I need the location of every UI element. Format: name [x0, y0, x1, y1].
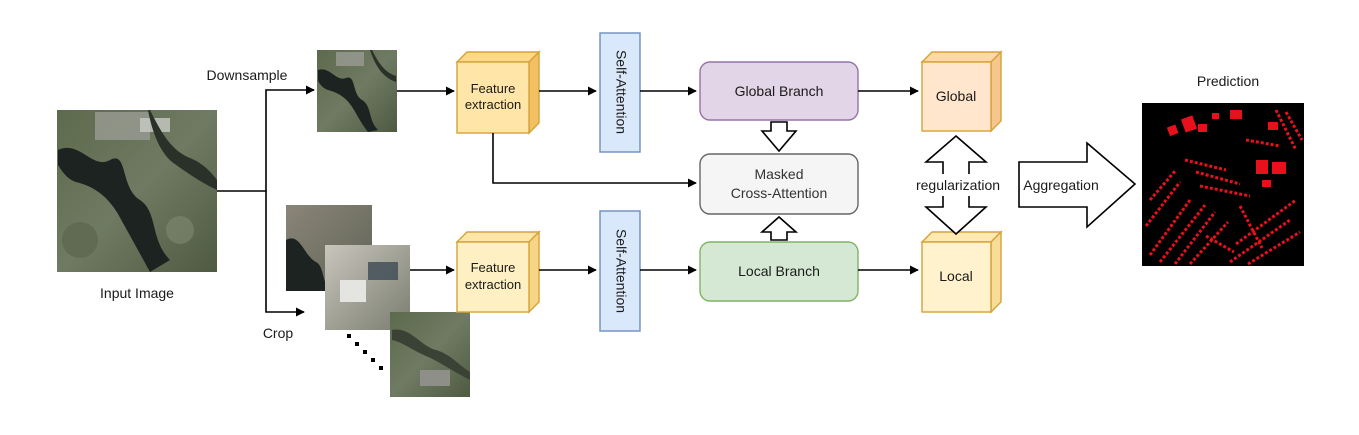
prediction-label: Prediction [1197, 73, 1259, 89]
downsampled-image [317, 50, 397, 132]
global-branch: Global Branch [699, 61, 859, 121]
self-attention-global-label: Self-Attention [613, 50, 629, 134]
ellipsis-dots [347, 334, 383, 370]
feature-extraction-local: Feature extraction [455, 230, 541, 314]
masked-cross-attention-line1: Masked [754, 166, 803, 182]
regularization-label-bg [912, 174, 1004, 196]
feature-extraction-local-line2: extraction [465, 277, 521, 292]
cropped-images [286, 205, 470, 397]
hollow-arrow-local-to-masked [759, 215, 799, 241]
feature-extraction-global: Feature extraction [455, 50, 541, 135]
feature-extraction-global-line2: extraction [465, 97, 521, 112]
local-branch-label: Local Branch [738, 263, 820, 279]
input-connectors [217, 85, 315, 317]
feature-extraction-local-line1: Feature [471, 260, 516, 275]
self-attention-local-label: Self-Attention [613, 229, 629, 313]
global-cube-label: Global [936, 88, 976, 104]
input-image [57, 110, 217, 272]
self-attention-global: Self-Attention [599, 32, 641, 153]
masked-cross-attention-line2: Cross-Attention [731, 185, 827, 201]
self-attention-local: Self-Attention [599, 210, 641, 332]
hollow-arrow-global-to-masked [760, 121, 798, 153]
input-image-label: Input Image [100, 285, 174, 301]
local-cube-label: Local [939, 268, 972, 284]
arrow-feature-to-masked [492, 133, 697, 188]
aggregation-arrow: Aggregation [1018, 141, 1137, 229]
feature-extraction-global-line1: Feature [471, 81, 516, 96]
aggregation-label: Aggregation [1023, 177, 1099, 193]
global-cube: Global [920, 50, 1003, 133]
regularization-label: regularization [916, 177, 1000, 193]
crop-label: Crop [263, 325, 294, 341]
masked-cross-attention: Masked Cross-Attention [699, 153, 859, 215]
global-branch-label: Global Branch [735, 83, 824, 99]
prediction-image [1142, 103, 1304, 266]
local-cube: Local [920, 230, 1003, 314]
downsample-label: Downsample [207, 67, 288, 83]
local-branch: Local Branch [699, 241, 859, 302]
